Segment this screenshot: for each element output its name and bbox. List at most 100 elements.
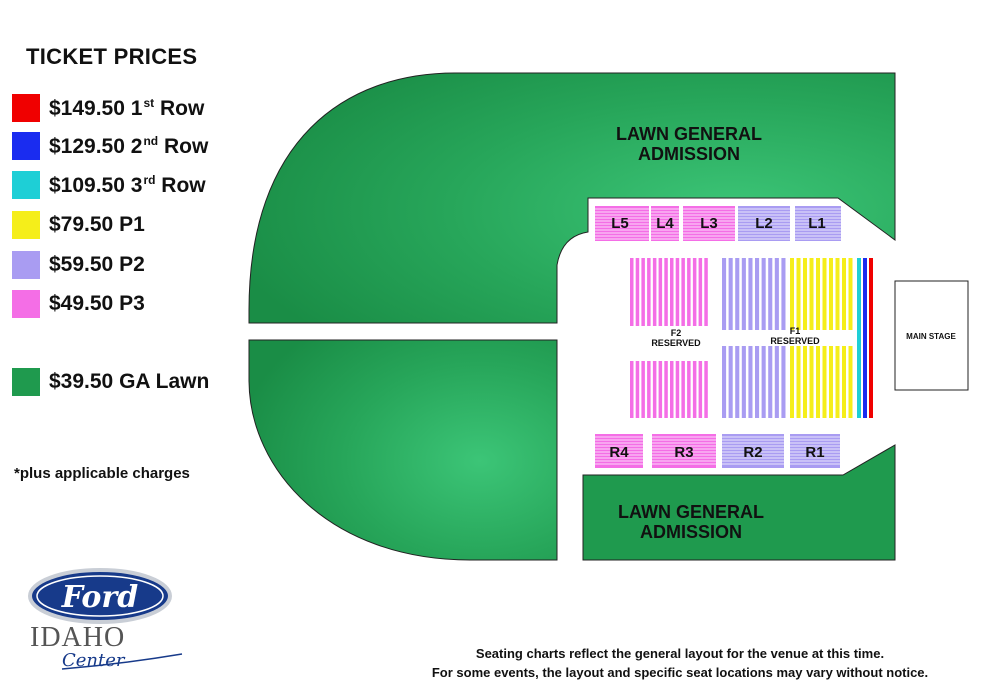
seat-row (755, 346, 760, 418)
lawn-bottom-label-2: ADMISSION (640, 522, 742, 542)
lawn-top-label-1: LAWN GENERAL (616, 124, 762, 144)
ticket-price-legend: TICKET PRICES $149.50 1st Row $129.50 2n… (0, 0, 250, 500)
legend-title: TICKET PRICES (26, 44, 198, 69)
seat-row (768, 258, 773, 330)
plus-charges-note: *plus applicable charges (14, 465, 190, 482)
seat-row (658, 361, 663, 418)
seat-row (748, 346, 753, 418)
f2-label-1: F2 (671, 328, 682, 338)
legend-row-2nd-row: $129.50 2nd Row (12, 131, 208, 161)
seat-row (722, 258, 727, 330)
seat-row (704, 361, 708, 418)
swatch-p2 (12, 251, 40, 279)
seat-row (630, 258, 634, 326)
swatch-2nd-row (12, 132, 40, 160)
seat-row (761, 346, 766, 418)
seat-row (735, 346, 740, 418)
section-f1-purple-upper[interactable] (722, 258, 786, 330)
seat-row (704, 258, 708, 326)
seat-row (790, 258, 794, 330)
row-3rd-strip[interactable] (857, 258, 861, 418)
lawn-top-section[interactable] (248, 72, 896, 324)
seat-row (641, 361, 645, 418)
legend-row-p1: $79.50 P1 (12, 210, 145, 240)
section-l5[interactable]: L5 (595, 206, 649, 241)
legend-row-p2: $59.50 P2 (12, 250, 145, 280)
seat-row (652, 258, 657, 326)
seat-row (728, 346, 733, 418)
section-f1-yellow-upper[interactable] (790, 258, 853, 330)
seat-row (848, 346, 853, 418)
main-stage: MAIN STAGE (894, 280, 969, 391)
seat-row (698, 258, 703, 326)
seat-row (735, 258, 740, 330)
seat-row (829, 346, 833, 418)
seat-row (781, 346, 786, 418)
seat-row (741, 258, 746, 330)
seat-row (829, 258, 833, 330)
seat-row (835, 258, 840, 330)
section-l1[interactable]: L1 (795, 206, 841, 241)
row-2nd-strip[interactable] (863, 258, 867, 418)
seat-row (664, 258, 668, 326)
svg-text:L5: L5 (611, 215, 629, 232)
seat-row (635, 361, 640, 418)
svg-text:L1: L1 (808, 215, 826, 232)
ford-wordmark: Ford (61, 580, 138, 615)
legend-row-p3: $49.50 P3 (12, 289, 145, 319)
seat-row (822, 346, 827, 418)
seat-row (670, 361, 674, 418)
lawn-left-lower-section[interactable] (248, 339, 558, 561)
row-1st-strip[interactable] (869, 258, 873, 418)
legend-price-p3: $49.50 P3 (49, 292, 145, 315)
swatch-1st-row (12, 94, 40, 122)
section-r4[interactable]: R4 (595, 434, 643, 468)
svg-text:L3: L3 (700, 215, 718, 232)
seat-row (809, 346, 814, 418)
seat-row (687, 361, 691, 418)
section-f1-purple-lower[interactable] (722, 346, 786, 418)
lawn-top-label-2: ADMISSION (638, 144, 740, 164)
seat-row (681, 361, 685, 418)
section-r1[interactable]: R1 (790, 434, 840, 468)
swatch-p1 (12, 211, 40, 239)
seat-row (647, 258, 651, 326)
section-f2-upper[interactable] (630, 258, 708, 326)
swatch-ga-lawn (12, 368, 40, 396)
seat-row (822, 258, 827, 330)
disclaimer-line-2: For some events, the layout and specific… (431, 665, 929, 680)
section-r3[interactable]: R3 (652, 434, 716, 468)
seat-row (658, 258, 663, 326)
seat-row (842, 346, 846, 418)
lawn-bottom-label-1: LAWN GENERAL (618, 502, 764, 522)
seat-row (774, 258, 779, 330)
legend-price-ga-lawn: $39.50 GA Lawn (49, 370, 210, 393)
ford-idaho-center-logo: Ford IDAHO Center (28, 568, 183, 671)
svg-text:R3: R3 (674, 444, 693, 461)
section-r2[interactable]: R2 (722, 434, 784, 468)
section-l3[interactable]: L3 (683, 206, 735, 241)
legend-price-p2: $59.50 P2 (49, 253, 145, 276)
center-wordmark: Center (62, 650, 126, 671)
section-f2-lower[interactable] (630, 361, 708, 418)
disclaimer-line-1: Seating charts reflect the general layou… (475, 646, 885, 661)
swatch-3rd-row (12, 171, 40, 199)
legend-price-3rd-row: $109.50 3rd Row (49, 172, 206, 197)
seat-row (796, 258, 801, 330)
ford-oval-icon (28, 568, 172, 624)
section-l4[interactable]: L4 (651, 206, 679, 241)
legend-row-1st-row: $149.50 1st Row (12, 93, 204, 123)
seat-row (681, 258, 685, 326)
svg-text:R1: R1 (805, 444, 824, 461)
seat-row (755, 258, 760, 330)
seat-row (761, 258, 766, 330)
lawn-bottom-section[interactable] (582, 444, 896, 561)
section-f1-yellow-lower[interactable] (790, 346, 853, 418)
legend-row-3rd-row: $109.50 3rd Row (12, 170, 206, 200)
seat-row (664, 361, 668, 418)
section-l2[interactable]: L2 (738, 206, 790, 241)
swatch-p3 (12, 290, 40, 318)
seat-row (675, 258, 680, 326)
seat-row (698, 361, 703, 418)
legend-price-p1: $79.50 P1 (49, 213, 145, 236)
